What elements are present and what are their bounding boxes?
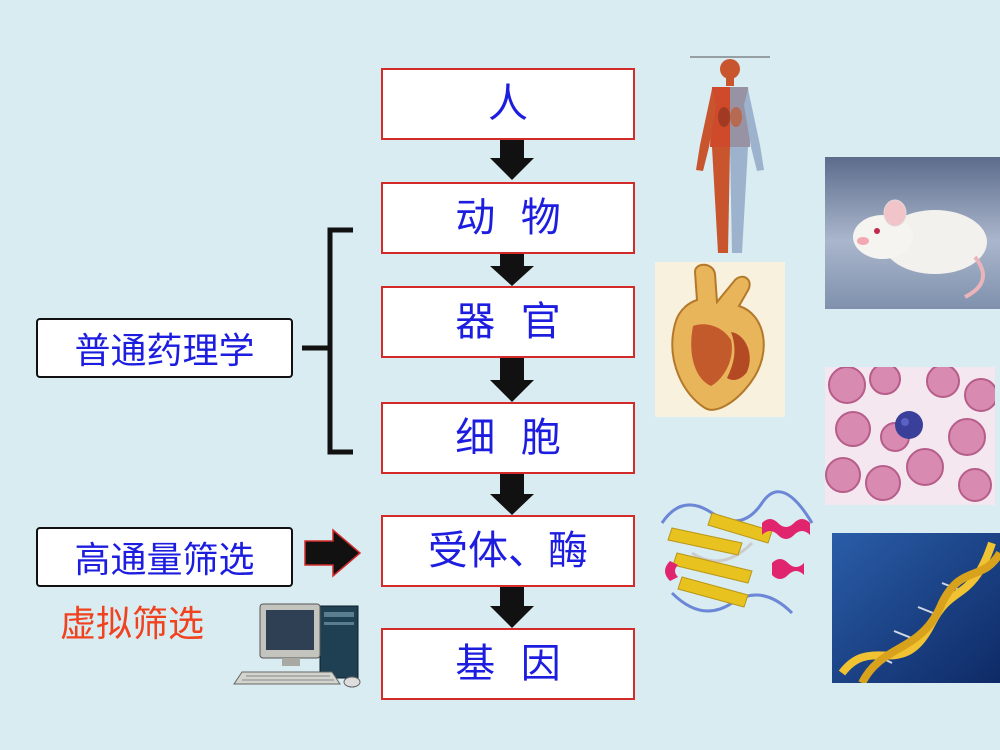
human-anatomy-image	[690, 56, 770, 253]
level-label-organ: 器 官	[455, 299, 561, 345]
high-throughput-screening-label: 高通量筛选	[74, 540, 255, 581]
level-box-animal: 动 物	[381, 182, 635, 254]
level-box-receptor-enzyme: 受体、酶	[381, 515, 635, 587]
level-label-animal: 动 物	[455, 195, 561, 241]
level-box-cell: 细 胞	[381, 402, 635, 474]
general-pharmacology-label: 普通药理学	[74, 331, 255, 372]
level-box-organ: 器 官	[381, 286, 635, 358]
level-label-receptor-enzyme: 受体、酶	[428, 528, 588, 574]
level-label-gene: 基 因	[455, 641, 561, 687]
general-pharmacology-box: 普通药理学	[36, 318, 293, 378]
level-box-gene: 基 因	[381, 628, 635, 700]
virtual-screening-label: 虚拟筛选	[60, 604, 205, 645]
computer-image	[233, 603, 361, 688]
down-arrow-5	[490, 587, 534, 628]
blood-cells-image	[825, 367, 995, 505]
white-rat-image	[825, 157, 1000, 309]
level-box-human: 人	[381, 68, 635, 140]
high-throughput-screening-box: 高通量筛选	[36, 527, 293, 587]
level-label-cell: 细 胞	[455, 415, 561, 461]
down-arrow-2	[490, 254, 534, 286]
right-arrow	[304, 528, 362, 578]
heart-image	[655, 262, 785, 417]
down-arrow-4	[490, 474, 534, 515]
dna-helix-image	[832, 533, 1000, 683]
down-arrow-3	[490, 358, 534, 402]
protein-structure-image	[660, 490, 814, 615]
down-arrow-1	[490, 140, 534, 180]
level-label-human: 人	[488, 81, 528, 127]
bracket	[327, 227, 353, 455]
